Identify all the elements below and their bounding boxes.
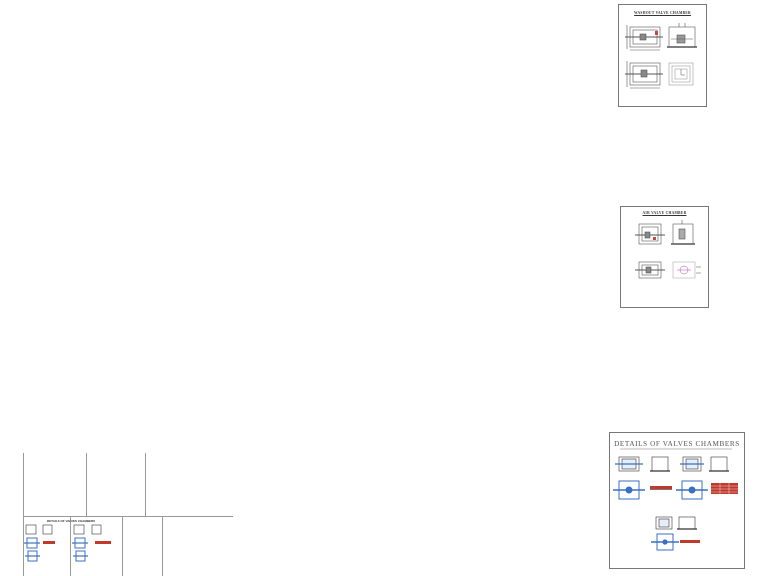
air-valve-chamber-sheet[interactable]: AIR VALVE CHAMBER — [620, 206, 709, 308]
washout-plan-view — [625, 25, 663, 51]
washout-section-view — [667, 23, 697, 48]
details-chamber-row-1 — [615, 456, 729, 472]
details-sheet-title: DETAILS OF VALVES CHAMBERS — [614, 440, 740, 448]
layout-thumbnail-panel[interactable]: DETAILS OF VALVES CHAMBERS — [23, 453, 233, 576]
air-cover-detail — [672, 261, 701, 279]
thumb-divider-5 — [162, 516, 163, 576]
washout-base-plan-view — [625, 61, 663, 89]
thumb-divider-mid — [23, 516, 233, 517]
details-red-schedule-tables — [650, 483, 738, 494]
details-drawing — [613, 448, 738, 551]
thumb-divider-3 — [70, 516, 71, 576]
air-drawing — [635, 220, 701, 279]
air-plan-view — [635, 223, 665, 245]
air-base-plan-view — [635, 261, 665, 279]
thumb-title: DETAILS OF VALVES CHAMBERS — [47, 519, 96, 523]
details-chamber-row-2 — [613, 480, 708, 500]
thumb-divider-left — [23, 453, 24, 576]
thumb-chamber-group-2 — [72, 524, 111, 562]
air-sheet-title: AIR VALVE CHAMBER — [642, 211, 687, 215]
washout-cover-detail — [668, 62, 694, 86]
details-chamber-row-3 — [651, 516, 700, 551]
thumb-drawings — [24, 524, 111, 562]
washout-valve-chamber-sheet[interactable]: WASHOUT VALVE CHAMBER — [618, 4, 707, 107]
details-valves-chambers-sheet[interactable]: DETAILS OF VALVES CHAMBERS — [609, 432, 745, 569]
thumb-divider-2 — [145, 453, 146, 516]
washout-drawing — [625, 23, 697, 89]
thumb-divider-4 — [122, 516, 123, 576]
washout-sheet-title: WASHOUT VALVE CHAMBER — [634, 11, 691, 15]
air-section-view — [671, 220, 695, 245]
thumb-divider-1 — [86, 453, 87, 516]
thumb-chamber-group-1 — [24, 524, 55, 562]
